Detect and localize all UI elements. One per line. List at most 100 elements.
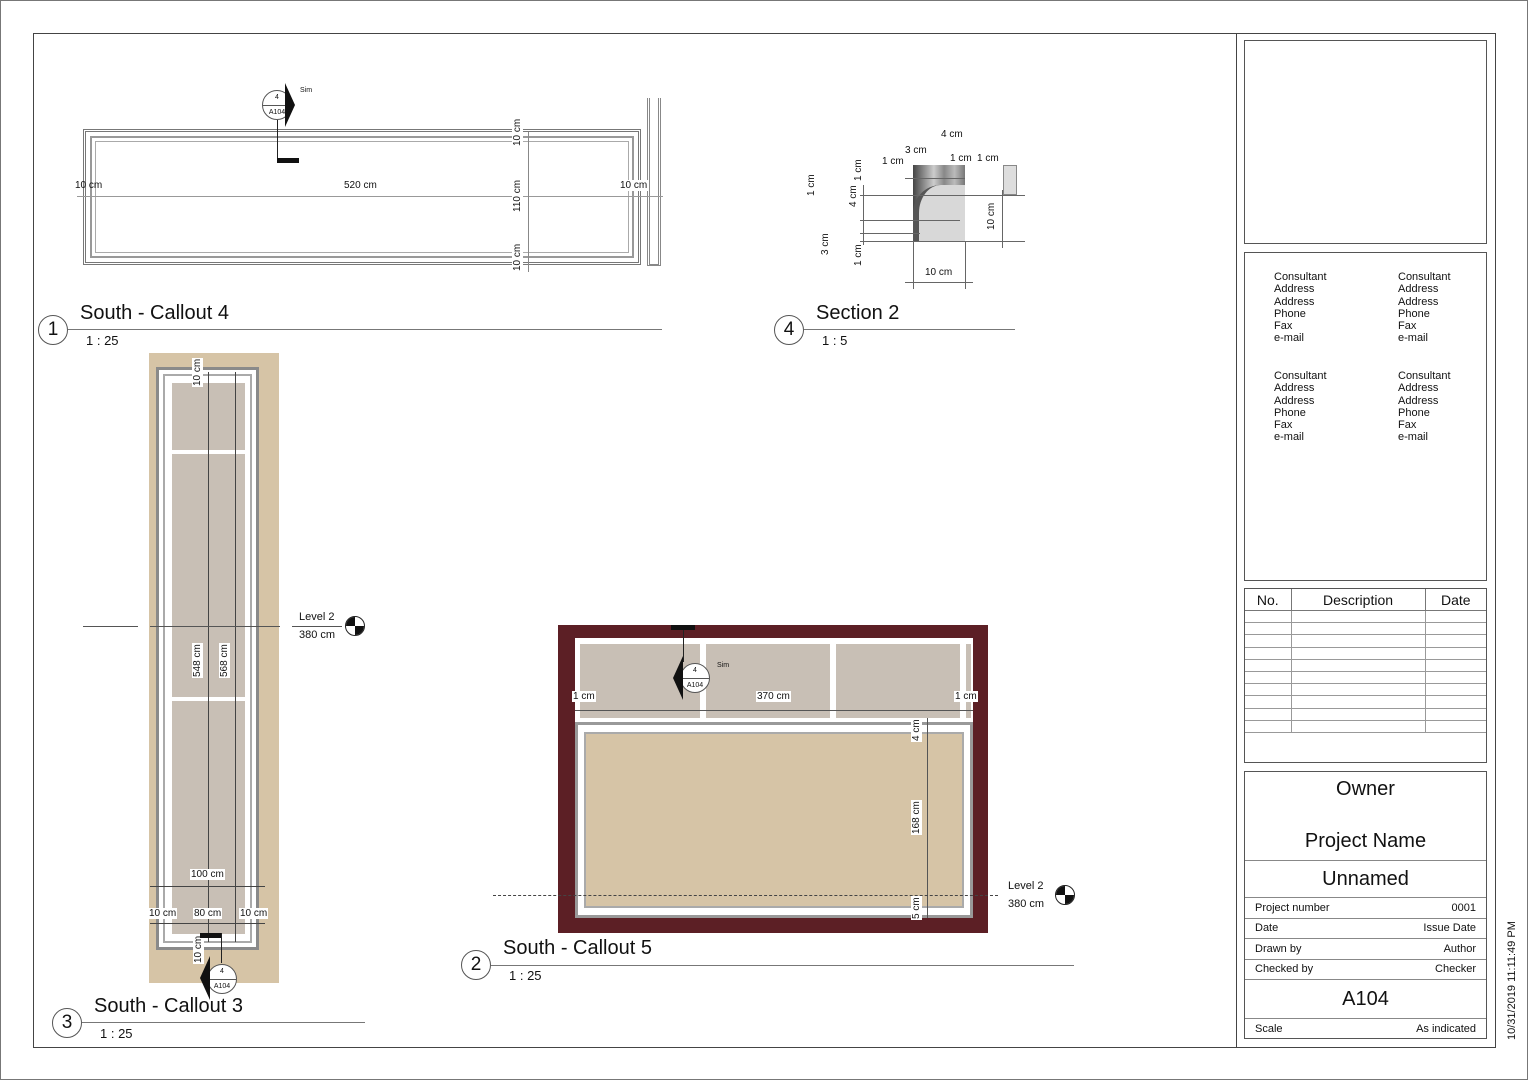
level-line (493, 895, 998, 896)
dim-top: 10 cm (192, 357, 203, 387)
callout-detail-number: 4 (681, 664, 709, 679)
dim-h1: 548 cm (192, 643, 203, 678)
dim-height: 110 cm (512, 178, 523, 213)
view-scale: 1 : 5 (822, 333, 848, 348)
dim-left-3: 3 cm (820, 233, 831, 255)
dim-line (1002, 190, 1003, 248)
dim-left-1b: 1 cm (806, 174, 817, 196)
callout-sheet-number: A104 (268, 109, 286, 116)
dim-line (150, 886, 265, 887)
view-title[interactable]: Section 2 (816, 302, 900, 324)
view-south-callout-4[interactable]: 10 cm 520 cm 10 cm 10 cm 110 cm 10 cm 4 … (40, 80, 670, 350)
consultant-email: e-mail (1274, 431, 1304, 444)
consultant-3: Consultant Address Address Phone Fax e-m… (1274, 370, 1327, 444)
level-marker-icon[interactable] (1055, 885, 1075, 905)
section-line (221, 933, 222, 963)
view-number-badge: 3 (52, 1008, 82, 1038)
print-timestamp: 10/31/2019 11:11:49 PM (1506, 921, 1518, 1040)
consultant-phone: Phone (1398, 307, 1430, 320)
dim-top-3: 3 cm (905, 145, 927, 156)
consultant-fax: Fax (1398, 419, 1417, 432)
view-section-2[interactable]: 4 cm 3 cm 1 cm 1 cm 1 cm 1 cm 4 cm 1 cm … (800, 125, 1030, 295)
revision-row (1245, 610, 1486, 624)
ref-line (965, 241, 966, 289)
consultant-name: Consultant (1398, 370, 1451, 382)
field-value: Checker (1435, 963, 1476, 976)
section-line-end (277, 158, 299, 163)
view-scale: 1 : 25 (86, 333, 119, 348)
dim-right: 10 cm (619, 180, 649, 191)
adjacent-panel-edge (647, 98, 661, 266)
panel-inner-edge (90, 136, 634, 258)
level-elevation: 380 cm (299, 629, 336, 641)
revision-row (1245, 671, 1486, 685)
dim-right: 1 cm (954, 691, 978, 702)
callout-sim-note: Sim (717, 662, 730, 669)
rev-header-date: Date (1425, 589, 1486, 611)
callout-sim-note: Sim (300, 87, 313, 94)
field-label: Checked by (1255, 963, 1314, 976)
consultant-phone: Phone (1398, 406, 1430, 419)
level-line (292, 626, 342, 627)
ref-line (913, 241, 914, 289)
revision-row (1245, 659, 1486, 672)
project-name: Project Name (1304, 830, 1427, 852)
title-block-divider (1236, 33, 1237, 1047)
section-line (683, 630, 684, 662)
view-south-callout-5[interactable]: 1 cm 370 cm 1 cm 4 cm 168 cm 5 cm Level … (490, 620, 1090, 940)
section-line-end (671, 625, 695, 630)
drawing-frame (33, 33, 1496, 1048)
section-callout-bubble[interactable]: 4 A104 (207, 964, 237, 994)
dim-width: 370 cm (756, 691, 791, 702)
ref-line (860, 220, 960, 221)
wall-block (1003, 165, 1017, 195)
dimension-line-vertical (528, 132, 529, 272)
level-line (83, 626, 138, 627)
field-project-number: Project number 0001 (1245, 897, 1486, 918)
revisions-table: No. Description Date (1245, 589, 1486, 733)
consultant-4: Consultant Address Address Phone Fax e-m… (1398, 370, 1451, 444)
rev-header-description: Description (1291, 589, 1426, 611)
dim-line (235, 372, 236, 942)
field-date: Date Issue Date (1245, 917, 1486, 939)
callout-detail-number: 4 (263, 91, 291, 106)
view-title[interactable]: South - Callout 3 (94, 995, 243, 1017)
revision-row (1245, 683, 1486, 697)
revision-row (1245, 647, 1486, 660)
consultant-address: Address (1398, 394, 1439, 407)
dim-bottom: 5 cm (911, 896, 922, 920)
dim-top-1c: 1 cm (977, 153, 999, 164)
consultant-email: e-mail (1398, 431, 1428, 444)
view-title[interactable]: South - Callout 5 (503, 937, 652, 959)
view-title[interactable]: South - Callout 4 (80, 302, 229, 324)
consultant-name: Consultant (1274, 271, 1327, 283)
dim-line (575, 710, 973, 711)
consultant-address: Address (1398, 295, 1439, 308)
consultant-1: Consultant Address Address Phone Fax e-m… (1274, 271, 1327, 345)
level-marker-icon[interactable] (345, 616, 365, 636)
field-label: Drawn by (1255, 942, 1302, 955)
dim-height: 168 cm (911, 800, 922, 835)
consultant-address: Address (1398, 283, 1439, 296)
field-label: Date (1255, 922, 1279, 935)
section-callout-bubble[interactable]: 4 A104 (680, 663, 710, 693)
callout-arrow-icon (285, 83, 295, 127)
dim-left: 1 cm (572, 691, 596, 702)
upper-panel-2 (706, 644, 830, 718)
dim-width: 100 cm (190, 869, 225, 880)
dim-left-1c: 1 cm (853, 244, 864, 266)
view-scale: 1 : 25 (100, 1026, 133, 1041)
dim-top-1a: 1 cm (882, 156, 904, 167)
dim-line (150, 923, 265, 924)
callout-arrow-icon (200, 956, 210, 1000)
level-name: Level 2 (1008, 880, 1044, 892)
dim-left: 10 cm (75, 180, 103, 191)
consultant-fax: Fax (1274, 419, 1293, 432)
dim-top: 10 cm (512, 117, 523, 147)
dim-right: 10 cm (239, 908, 269, 919)
lower-panel (584, 732, 964, 908)
view-south-callout-3[interactable]: Level 2 380 cm 10 cm 548 cm 568 cm 100 c… (80, 350, 380, 1000)
view-title-line (804, 329, 1015, 330)
dim-inner: 80 cm (193, 908, 223, 919)
level-line (150, 626, 280, 627)
